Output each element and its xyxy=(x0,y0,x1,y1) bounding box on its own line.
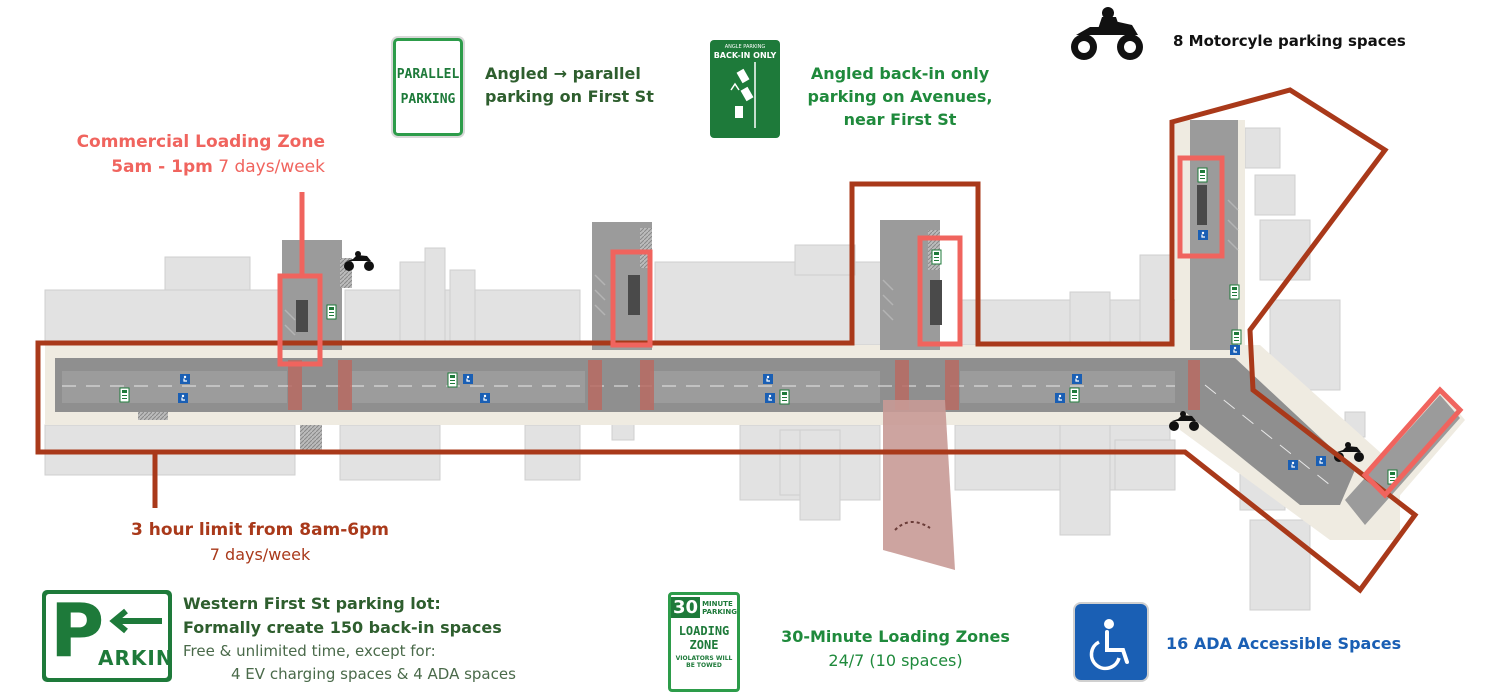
commercial-line2: 5am - 1pm 7 days/week xyxy=(40,155,325,180)
back-in-text: Angled back-in only parking on Avenues, … xyxy=(795,62,1005,131)
commercial-days: 7 days/week xyxy=(212,157,325,177)
backin-sign-title: ANGLE PARKING xyxy=(724,44,766,50)
left-arrow-icon xyxy=(109,608,162,634)
motorcycle-label: 8 Motorcyle parking spaces xyxy=(1173,32,1406,50)
parallel-sign-line1: PARALLEL xyxy=(396,67,460,82)
parking-lot-text: Western First St parking lot: Formally c… xyxy=(183,592,516,686)
ada-label: 16 ADA Accessible Spaces xyxy=(1166,634,1402,653)
plaza xyxy=(883,400,955,570)
commercial-loading-text: Commercial Loading Zone 5am - 1pm 7 days… xyxy=(40,130,325,180)
loading-sign-loading: LOADING xyxy=(678,624,730,638)
parallel-line1: Angled → parallel xyxy=(485,64,641,83)
loading-sign-violators: VIOLATORS WILL xyxy=(675,655,733,662)
backin-sign-subtitle: BACK-IN ONLY xyxy=(713,51,777,60)
lot-line1: Western First St parking lot: xyxy=(183,594,441,613)
loading-sign-towed: BE TOWED xyxy=(686,662,722,669)
loading-zone-text: 30-Minute Loading Zones 24/7 (10 spaces) xyxy=(758,625,1033,673)
motorcycle-icon xyxy=(1071,7,1143,60)
wheelchair-icon xyxy=(1075,604,1147,680)
lot-line3: Free & unlimited time, except for: xyxy=(183,642,436,660)
parking-lot-sign: P ARKING xyxy=(42,590,172,682)
loading-line1: 30-Minute Loading Zones xyxy=(781,627,1010,646)
parallel-line2: parking on First St xyxy=(485,87,654,106)
three-hour-limit-text: 3 hour limit from 8am-6pm 7 days/week xyxy=(110,518,410,567)
first-street xyxy=(55,358,1355,505)
backin-line3: near First St xyxy=(843,110,957,129)
backin-line1: Angled back-in only xyxy=(810,64,990,83)
back-in-diagram-icon xyxy=(730,62,756,128)
parking-sign-text: ARKING xyxy=(98,646,168,670)
parallel-parking-text: Angled → parallel parking on First St xyxy=(485,62,654,108)
loading-sign-minute: MINUTE xyxy=(702,599,733,608)
backin-line2: parking on Avenues, xyxy=(807,87,993,106)
time-limit-line2: 7 days/week xyxy=(209,545,311,564)
commercial-line1: Commercial Loading Zone xyxy=(76,132,325,152)
commercial-hours: 5am - 1pm xyxy=(111,157,213,177)
three-hour-zone-outline xyxy=(35,87,1419,594)
loading-zone-sign: 30 MINUTE PARKING LOADING ZONE VIOLATORS… xyxy=(668,592,740,692)
loading-sign-zone: ZONE xyxy=(689,638,719,652)
back-in-only-sign: ANGLE PARKING BACK-IN ONLY xyxy=(710,40,780,138)
parallel-parking-sign: PARALLEL PARKING xyxy=(393,38,463,136)
lot-line4: 4 EV charging spaces & 4 ADA spaces xyxy=(231,665,516,683)
loading-sign-num: 30 xyxy=(671,597,701,618)
lot-line2: Formally create 150 back-in spaces xyxy=(183,618,502,637)
time-limit-line1: 3 hour limit from 8am-6pm xyxy=(130,520,390,540)
loading-sign-parking: PARKING xyxy=(702,607,737,616)
loading-sign-header: 30 MINUTE PARKING xyxy=(671,597,737,618)
loading-line2: 24/7 (10 spaces) xyxy=(828,651,963,670)
parking-sign-letter: P xyxy=(50,594,105,674)
parallel-sign-line2: PARKING xyxy=(400,92,456,107)
map-motorcycle-icons xyxy=(344,251,1364,462)
